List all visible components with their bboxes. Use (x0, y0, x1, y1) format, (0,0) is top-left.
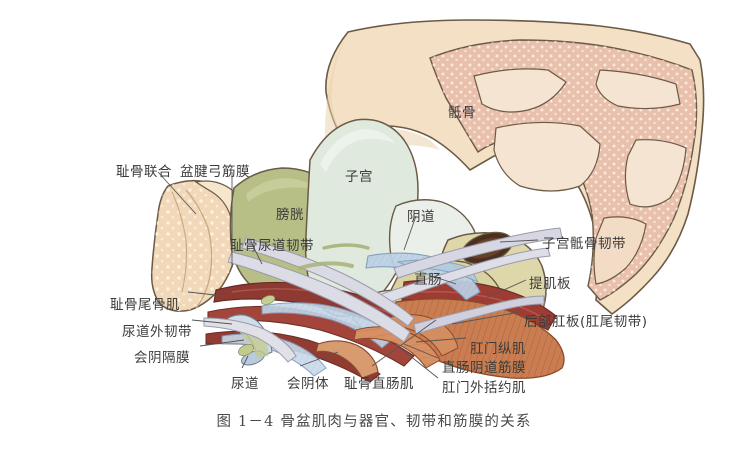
levator-plate-shadow (419, 290, 547, 321)
leader-urethra (241, 355, 249, 369)
label-perineal-body: 会阴体 (287, 376, 329, 392)
sacral-segment-3 (493, 121, 601, 192)
leader-ext-anal-sphincter (399, 347, 439, 379)
leader-rectum (431, 275, 457, 285)
sacral-segment-4 (624, 139, 687, 208)
vessel-node-2 (260, 295, 276, 305)
vessel-strand-2 (322, 243, 370, 250)
label-vagina: 阴道 (407, 209, 435, 225)
sacral-segment-2 (595, 69, 681, 110)
leader-longitudinal-anal (415, 337, 467, 343)
label-puborectalis: 耻骨直肠肌 (344, 376, 414, 392)
pubic-bone-texture (151, 180, 240, 312)
leader-pubourethral (251, 243, 263, 265)
sacrum-group (429, 39, 698, 301)
leader-rectovaginal-fascia (403, 343, 439, 359)
vessel-node-1 (238, 343, 254, 357)
label-external-anal-sphincter: 肛门外括约肌 (442, 380, 526, 396)
label-pubic-symphysis: 耻骨联合 (116, 164, 172, 180)
label-bladder: 膀胱 (276, 207, 304, 223)
leader-perineal-body (299, 351, 339, 367)
figure-caption: 图 1－4 骨盆肌肉与器官、韧带和筋膜的关系 (216, 414, 532, 430)
pubic-bone-ridge-2 (171, 191, 188, 293)
leader-vagina (403, 215, 417, 251)
ligament-group (203, 227, 563, 363)
perineal-body-structure (315, 340, 379, 379)
label-uterosacral-ligament: 子宫骶骨韧带 (542, 236, 626, 252)
leader-levator-plate (485, 279, 527, 299)
sacral-segment-1 (473, 68, 567, 113)
coccyx (593, 216, 647, 285)
pubourethral-ligament-cord (227, 251, 411, 343)
leader-lines (157, 171, 539, 379)
leader-perineal-membrane (199, 339, 245, 347)
anococcygeal-ligament-cord (413, 295, 545, 335)
label-levator-plate: 提肌板 (529, 276, 571, 292)
leader-uterosacral (499, 239, 539, 243)
bladder-highlight (246, 178, 322, 202)
leader-pubococcygeus (187, 291, 225, 297)
leader-pubic-symphysis (157, 171, 197, 215)
label-longitudinal-anal-muscle: 肛门纵肌 (470, 341, 526, 357)
label-pubourethral-ligament: 耻骨尿道韧带 (230, 238, 314, 254)
label-urethra: 尿道 (231, 376, 259, 392)
leader-ext-urethral-lig (191, 319, 233, 325)
leader-posterior-anal-plate (451, 311, 521, 325)
uterosacral-ligament-cord-2 (375, 247, 551, 307)
leader-puborectalis (371, 319, 437, 367)
label-sacrum: 骶骨 (448, 105, 476, 121)
label-external-urethral-lig: 尿道外韧带 (122, 324, 192, 340)
label-posterior-anal-plate: 后部肛板(肛尾韧带) (524, 314, 648, 330)
uterus-highlight (320, 129, 396, 172)
vessel-strand (298, 261, 354, 270)
label-rectovaginal-fascia: 直肠阴道筋膜 (442, 360, 526, 376)
label-rectum: 直肠 (414, 272, 442, 288)
label-perineal-membrane: 会阴隔膜 (134, 350, 190, 366)
label-uterus: 子宫 (345, 169, 373, 185)
label-pubococcygeus: 耻骨尾骨肌 (110, 297, 180, 313)
label-tendinous-arch-fascia: 盆腱弓筋膜 (180, 164, 250, 180)
vessel-accents (238, 243, 370, 357)
